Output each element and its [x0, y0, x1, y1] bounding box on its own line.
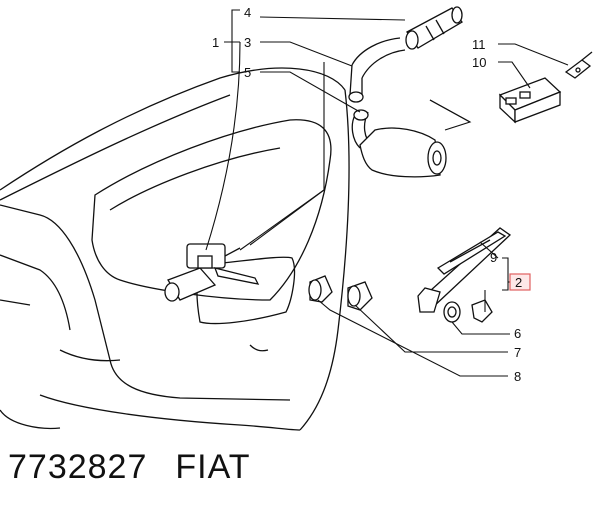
callout-5: 5	[244, 65, 251, 80]
brand-name: FIAT	[175, 448, 251, 486]
wiper-arm-part-9	[417, 227, 512, 313]
wiper-motor	[164, 243, 260, 302]
nut-part-6	[443, 299, 493, 323]
caption: 7732827 FIAT	[8, 448, 279, 487]
callout-6: 6	[514, 326, 521, 341]
terminal-part-11	[564, 51, 593, 79]
connector-part-4	[405, 6, 463, 50]
part-number: 7732827	[8, 448, 148, 486]
hose-part-3	[348, 37, 406, 103]
car-body-outline	[0, 67, 350, 431]
callout-3: 3	[244, 35, 251, 50]
callout-11: 11	[472, 37, 486, 52]
callout-10: 10	[472, 55, 486, 70]
grommet-part-7	[347, 281, 373, 311]
leader-lines	[205, 9, 569, 377]
connector-block-part-10	[498, 77, 562, 124]
nozzle-part-5	[351, 109, 447, 178]
callout-8: 8	[514, 369, 521, 384]
callout-1: 1	[212, 35, 219, 50]
callout-2: 2	[515, 275, 522, 290]
grommet-part-8	[308, 275, 333, 303]
callout-9: 9	[490, 250, 497, 265]
callout-labels: 1 2 3 4 5 6 7 8 9 10 11	[212, 5, 522, 384]
callout-4: 4	[244, 5, 251, 20]
callout-7: 7	[514, 345, 521, 360]
highlight-box	[509, 273, 531, 291]
